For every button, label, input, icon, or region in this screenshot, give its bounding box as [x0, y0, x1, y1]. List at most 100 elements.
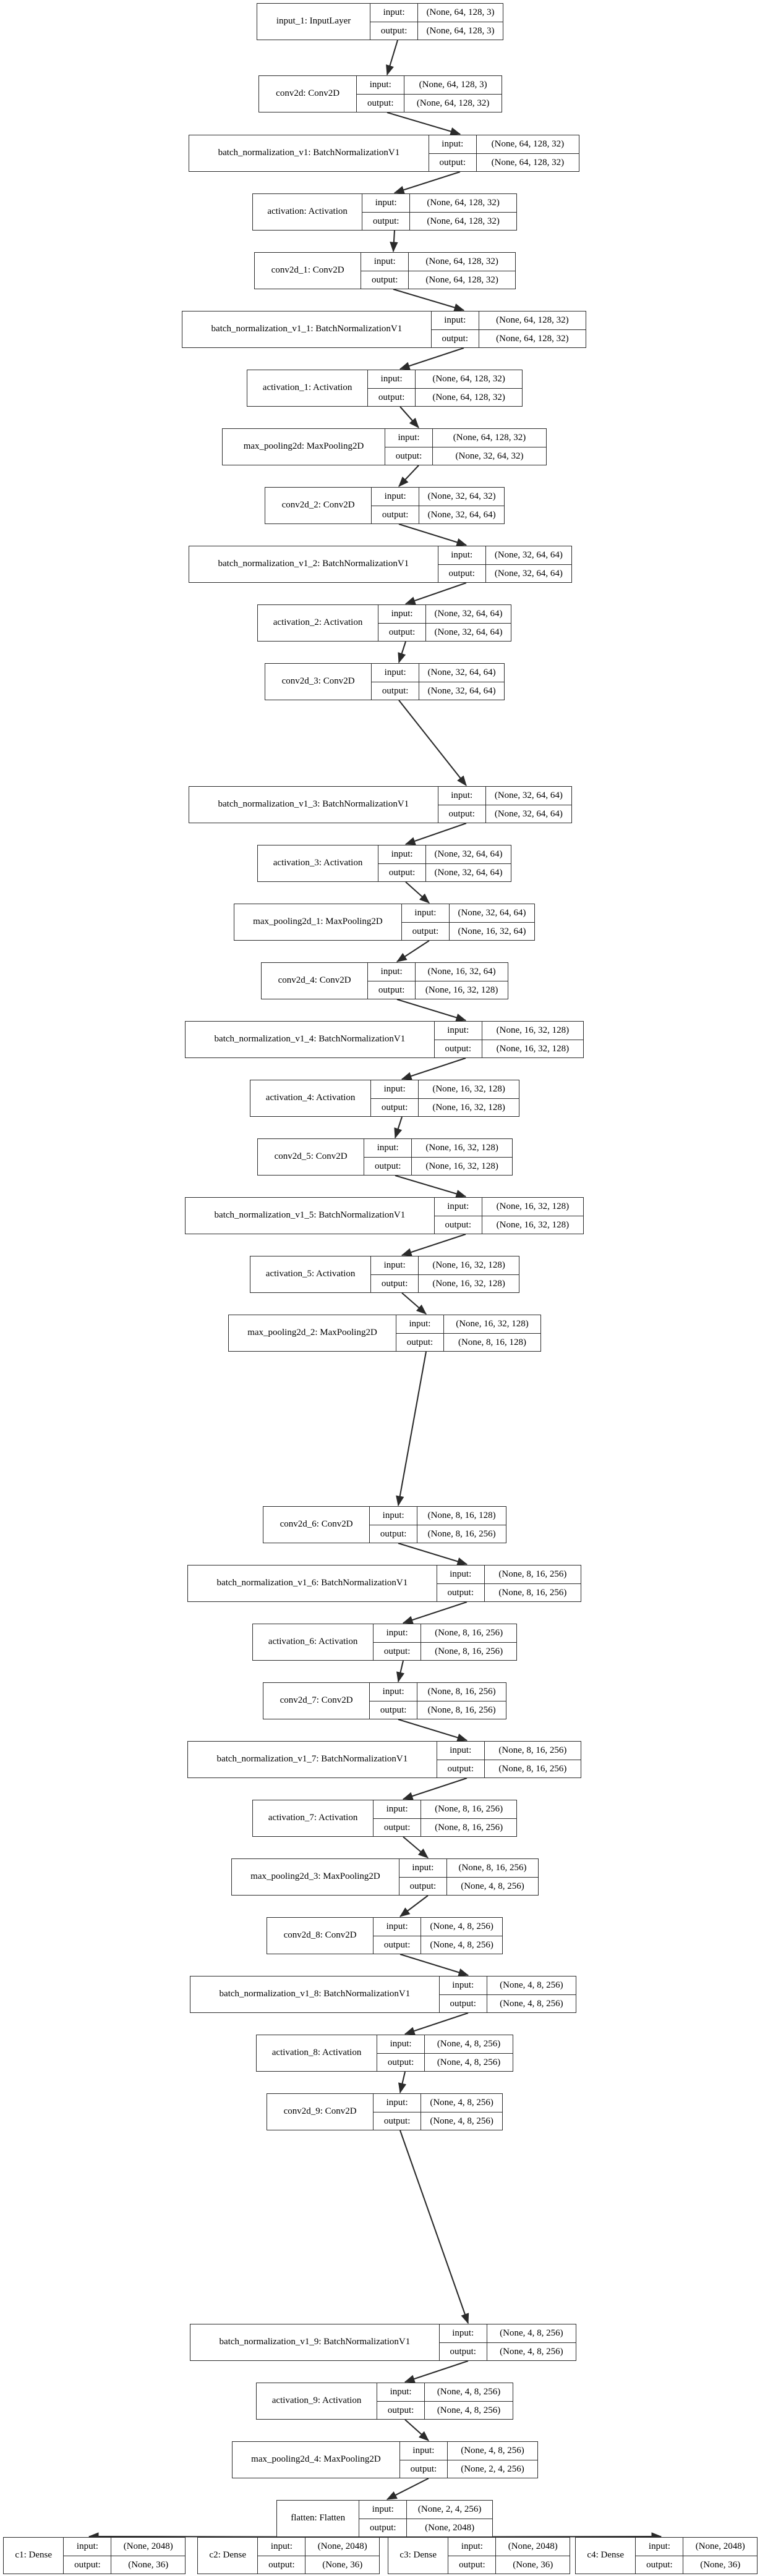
node-io-row-output: output: (None, 16, 32, 128) [371, 1274, 519, 1292]
node-io-row-input: input: (None, 8, 16, 256) [399, 1859, 538, 1877]
node-io-value-input: (None, 16, 32, 128) [481, 1198, 583, 1216]
node-io-value-output: (None, 8, 16, 256) [484, 1584, 581, 1601]
node-label: c3: Dense [399, 2550, 437, 2561]
node-label: activation_9: Activation [271, 2396, 362, 2406]
node-io-key-input: input: [382, 1687, 404, 1697]
node-io-row-output: output: (None, 64, 128, 32) [429, 153, 579, 171]
node-io-key-input: input: [390, 2387, 412, 2397]
node-label: conv2d_3: Conv2D [281, 676, 355, 687]
node-io-value-input: (None, 4, 8, 256) [486, 2324, 576, 2342]
node-io-value-input: (None, 8, 16, 256) [446, 1859, 538, 1877]
node-label: batch_normalization_v1_5: BatchNormaliza… [214, 1210, 406, 1221]
node-io-value-output: (None, 32, 64, 64) [425, 624, 511, 641]
node-io-value-input: (None, 4, 8, 256) [421, 1918, 502, 1936]
node-io-key-output: output: [374, 1161, 401, 1171]
graph-node-conv2d_3[interactable]: conv2d_3: Conv2D input:(None, 32, 64, 64)… [265, 663, 505, 700]
node-io-value-input: (None, 2, 4, 256) [406, 2501, 492, 2519]
graph-edge-max_pooling2d_3-to-conv2d_8 [399, 1895, 429, 1917]
node-io-table: input:(None, 32, 64, 64)output:(None, 32… [437, 787, 571, 823]
graph-node-batch_normalization_v1[interactable]: batch_normalization_v1: BatchNormalizati… [189, 135, 579, 172]
node-io-key-output: output: [378, 985, 405, 995]
node-io-row-output: output:(None, 4, 8, 256) [374, 1936, 502, 1954]
node-io-row-input: input:(None, 2048) [64, 2538, 185, 2556]
node-io-key-input: input: [409, 1319, 431, 1329]
graph-node-batch_normalization_v1_5[interactable]: batch_normalization_v1_5: BatchNormaliza… [185, 1197, 584, 1234]
node-io-value-output: (None, 64, 128, 32) [415, 389, 522, 406]
node-io-key-output: output: [439, 157, 466, 167]
node-io-value-output: (None, 16, 32, 128) [418, 1275, 519, 1292]
node-io-row-input: input:(None, 16, 32, 128) [396, 1315, 540, 1333]
node-io-value-output: (None, 8, 16, 128) [443, 1334, 540, 1351]
graph-node-batch_normalization_v1_2[interactable]: batch_normalization_v1_2: BatchNormaliza… [189, 546, 572, 583]
node-io-row-input: input:(None, 64, 128, 32) [362, 194, 516, 212]
node-label: c1: Dense [15, 2550, 52, 2561]
graph-edge-input_1-to-conv2d [386, 40, 399, 76]
graph-node-batch_normalization_v1_1[interactable]: batch_normalization_v1_1: BatchNormaliza… [182, 311, 586, 348]
graph-node-batch_normalization_v1_6[interactable]: batch_normalization_v1_6: BatchNormaliza… [187, 1565, 581, 1602]
node-io-key-input: input: [450, 1745, 472, 1755]
node-io-row-input: input:(None, 32, 64, 64) [372, 664, 504, 682]
node-io-value-input: (None, 64, 128, 32) [432, 429, 546, 447]
node-io-row-output: output:(None, 2048) [359, 2519, 492, 2536]
node-label: conv2d_4: Conv2D [278, 975, 351, 986]
graph-node-batch_normalization_v1_9[interactable]: batch_normalization_v1_9: BatchNormaliza… [190, 2324, 576, 2361]
graph-node-batch_normalization_v1_7[interactable]: batch_normalization_v1_7: BatchNormaliza… [187, 1741, 581, 1778]
node-io-row-output: output:(None, 64, 128, 3) [370, 22, 503, 40]
node-io-key-input: input: [414, 908, 437, 918]
node-io-table: input:(None, 8, 16, 256)output:(None, 8,… [369, 1683, 506, 1719]
node-io-value-input: (None, 64, 128, 32) [408, 253, 515, 271]
node-label: conv2d_2: Conv2D [281, 500, 355, 511]
node-label: max_pooling2d: MaxPooling2D [243, 441, 364, 452]
node-io-row-input: input:(None, 4, 8, 256) [400, 2442, 537, 2460]
node-io-value-input: (None, 64, 128, 32) [476, 135, 579, 153]
graph-node-batch_normalization_v1_4[interactable]: batch_normalization_v1_4: BatchNormaliza… [185, 1021, 584, 1058]
node-io-value-input: (None, 32, 64, 64) [425, 605, 511, 623]
graph-node-batch_normalization_v1_8[interactable]: batch_normalization_v1_8: BatchNormaliza… [190, 1976, 576, 2013]
graph-edge-activation_2-to-conv2d_3 [398, 641, 406, 664]
graph-node-batch_normalization_v1_3[interactable]: batch_normalization_v1_3: BatchNormaliza… [189, 786, 572, 823]
node-io-table: input:(None, 64, 128, 32)output:(None, 6… [428, 135, 579, 171]
node-io-key-output: output: [381, 1278, 408, 1289]
graph-edge-activation_7-to-max_pooling2d_3 [403, 1836, 429, 1858]
node-io-key-output: output: [383, 2116, 411, 2126]
node-io-value-output: (None, 64, 128, 32) [476, 154, 579, 171]
node-io-table: input:(None, 32, 64, 64)output:(None, 32… [437, 546, 571, 582]
node-io-value-output: (None, 8, 16, 256) [421, 1643, 516, 1660]
node-io-table: input:(None, 8, 16, 128)output:(None, 8,… [369, 1507, 506, 1543]
node-io-value-input: (None, 16, 32, 128) [411, 1139, 512, 1157]
node-io-value-output: (None, 36) [111, 2556, 185, 2574]
node-io-key-input: input: [412, 1863, 434, 1873]
node-io-value-input: (None, 8, 16, 256) [484, 1566, 581, 1583]
node-io-key-input: input: [383, 7, 405, 17]
